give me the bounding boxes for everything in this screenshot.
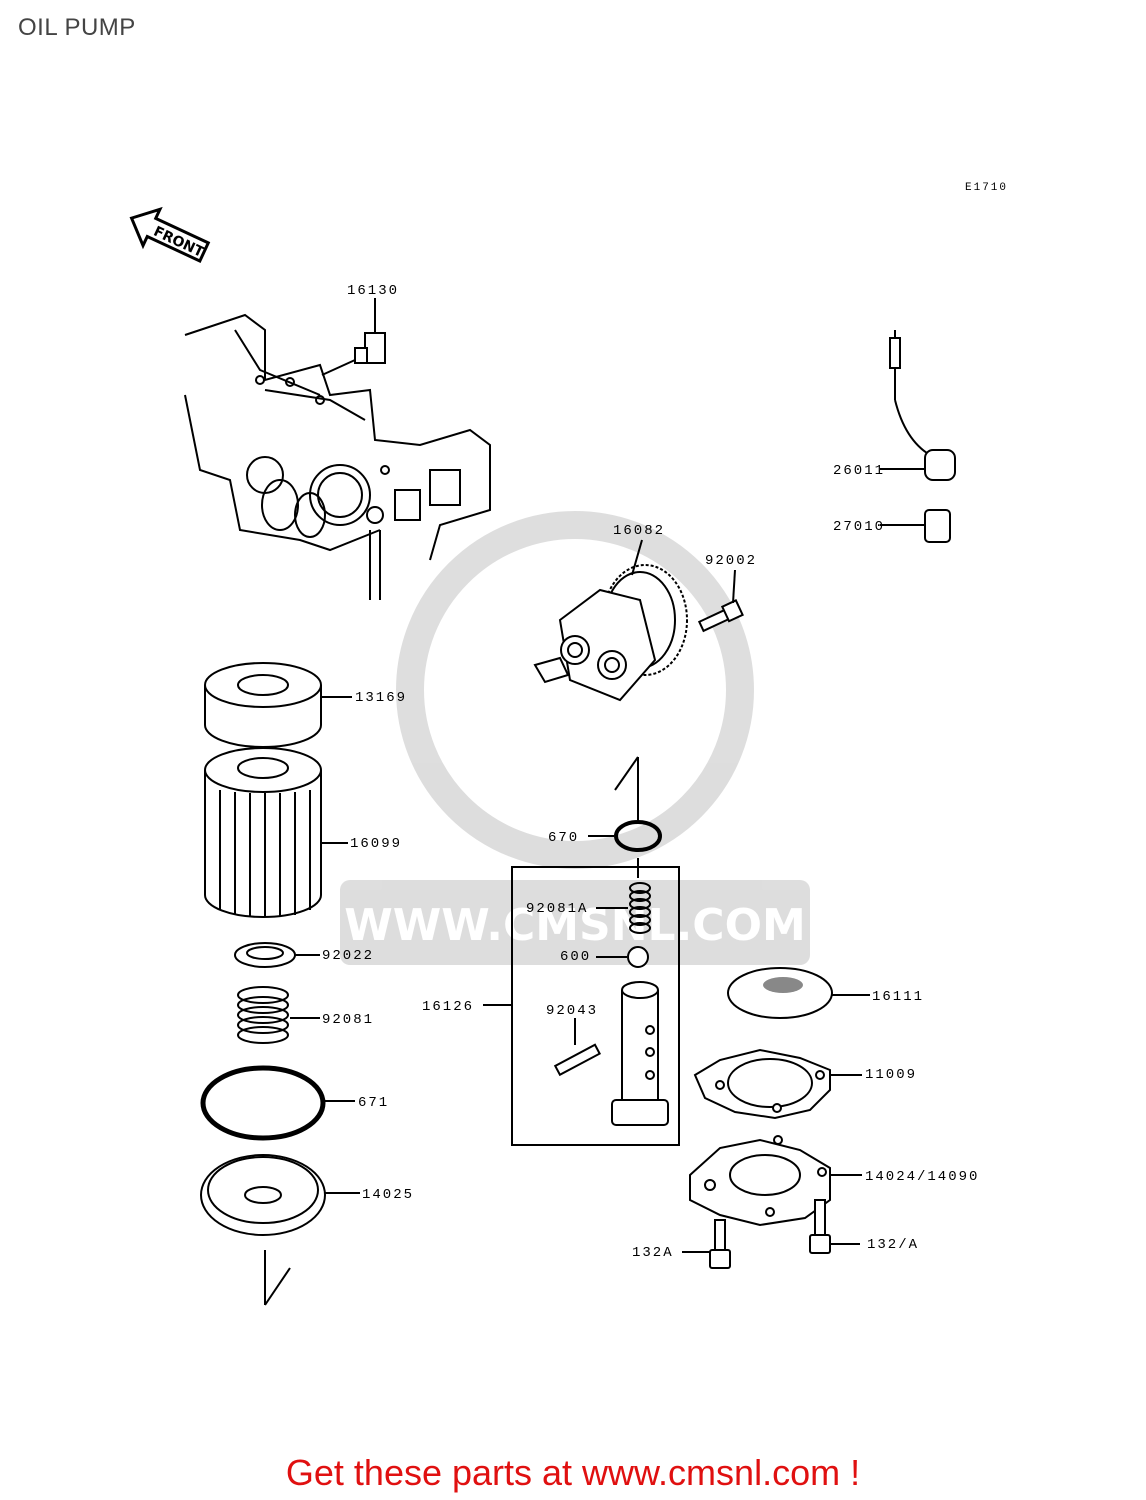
part-92022-drawing <box>234 942 320 968</box>
part-11009-drawing <box>693 1048 862 1120</box>
part-16111-drawing <box>727 967 870 1019</box>
part-671-drawing <box>200 1065 355 1141</box>
part-label-16126: 16126 <box>422 999 474 1015</box>
part-label-27010: 27010 <box>833 519 885 535</box>
page-title: OIL PUMP <box>18 14 136 41</box>
part-132A-drawing <box>682 1219 731 1269</box>
part-label-13169: 13169 <box>355 690 407 706</box>
part-label-16099: 16099 <box>350 836 402 852</box>
part-label-26011: 26011 <box>833 463 885 479</box>
part-92081A-drawing <box>596 882 651 934</box>
part-670-drawing <box>588 756 662 878</box>
part-label-132A: 132A <box>632 1245 674 1261</box>
part-26011-drawing <box>880 330 956 481</box>
part-14024-14090-drawing <box>689 1135 862 1227</box>
crankcase-drawing <box>184 313 491 600</box>
part-label-92002: 92002 <box>705 553 757 569</box>
part-16082-drawing <box>533 539 688 702</box>
part-92002-drawing <box>697 569 744 633</box>
part-92043-drawing <box>553 1018 602 1077</box>
watermark-text: WWW.CMSNL.COM <box>344 900 806 951</box>
part-label-670: 670 <box>548 830 579 846</box>
footer-cta-link[interactable]: Get these parts at www.cmsnl.com ! <box>285 1452 861 1493</box>
part-label-11009: 11009 <box>865 1067 917 1083</box>
part-600-drawing <box>596 946 649 968</box>
part-label-16130: 16130 <box>347 283 399 299</box>
part-14025-drawing <box>200 1154 360 1306</box>
part-label-16082: 16082 <box>613 523 665 539</box>
part-label-14024-14090: 14024/14090 <box>865 1169 979 1185</box>
part-label-132A-2: 132/A <box>867 1237 919 1253</box>
part-27010-drawing <box>880 509 951 543</box>
part-label-92043: 92043 <box>546 1003 598 1019</box>
part-132A-2-drawing <box>809 1199 860 1254</box>
part-label-671: 671 <box>358 1095 389 1111</box>
part-92081-drawing <box>237 986 320 1044</box>
part-16130-drawing <box>321 298 386 376</box>
part-16126-drawing <box>611 981 669 1126</box>
parts-diagram: WWW.CMSNL.COM E1710 FRONT <box>129 182 1008 1306</box>
part-16099-drawing <box>204 747 348 918</box>
part-13169-drawing <box>204 662 352 748</box>
part-label-16111: 16111 <box>872 989 924 1005</box>
part-label-600: 600 <box>560 949 591 965</box>
part-label-92022: 92022 <box>322 948 374 964</box>
cms-watermark: WWW.CMSNL.COM <box>340 511 810 965</box>
part-label-92081: 92081 <box>322 1012 374 1028</box>
part-label-14025: 14025 <box>362 1187 414 1203</box>
part-label-92081A: 92081A <box>526 901 588 917</box>
diagram-code: E1710 <box>965 182 1008 194</box>
front-arrow-icon: FRONT <box>129 206 211 263</box>
